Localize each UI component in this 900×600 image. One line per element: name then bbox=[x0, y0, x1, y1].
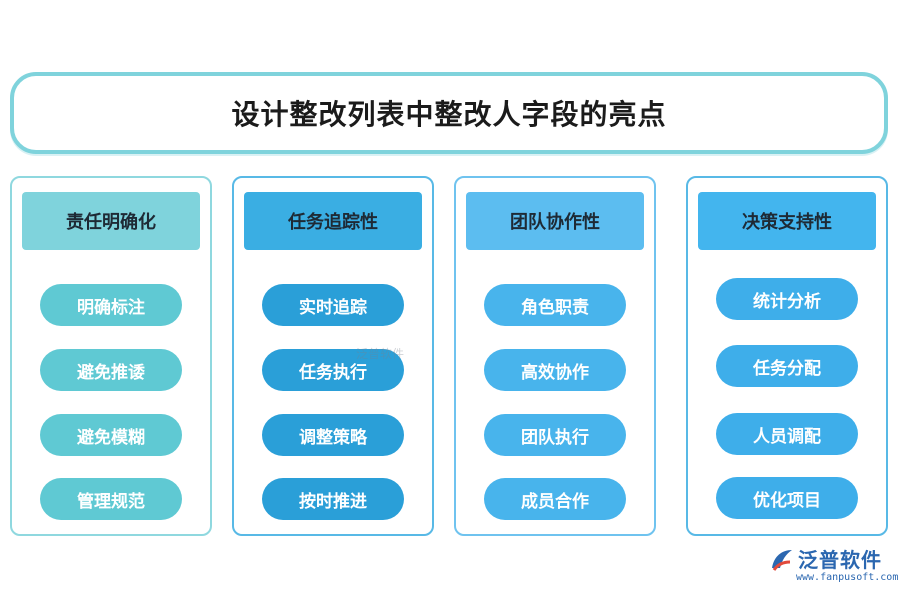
logo-url-text: www.fanpusoft.com bbox=[796, 572, 899, 583]
column-2-item-3: 调整策略 bbox=[262, 414, 404, 456]
column-4-item-4: 优化项目 bbox=[716, 477, 858, 519]
column-2-item-1: 实时追踪 bbox=[262, 284, 404, 326]
column-3-header: 团队协作性 bbox=[466, 192, 644, 250]
column-2-header: 任务追踪性 bbox=[244, 192, 422, 250]
column-3-item-2: 高效协作 bbox=[484, 349, 626, 391]
logo-brand-text: 泛普软件 bbox=[798, 548, 882, 572]
fanpu-logo-icon bbox=[772, 550, 792, 571]
column-3-item-1: 角色职责 bbox=[484, 284, 626, 326]
watermark-text: 泛普软件 bbox=[356, 347, 405, 361]
column-4-item-2: 任务分配 bbox=[716, 345, 858, 387]
column-3-item-4: 成员合作 bbox=[484, 478, 626, 520]
column-4-item-1: 统计分析 bbox=[716, 278, 858, 320]
brand-logo: 泛普软件 www.fanpusoft.com bbox=[768, 544, 898, 590]
column-1-header: 责任明确化 bbox=[22, 192, 200, 250]
column-1-item-3: 避免模糊 bbox=[40, 414, 182, 456]
diagram-title: 设计整改列表中整改人字段的亮点 bbox=[231, 98, 667, 131]
column-4-item-3: 人员调配 bbox=[716, 413, 858, 455]
column-4: 决策支持性 统计分析 任务分配 人员调配 优化项目 bbox=[686, 176, 888, 536]
column-1-item-2: 避免推诿 bbox=[40, 349, 182, 391]
column-4-header: 决策支持性 bbox=[698, 192, 876, 250]
column-2-item-2: 任务执行 bbox=[262, 349, 404, 391]
title-banner: 设计整改列表中整改人字段的亮点 bbox=[10, 72, 888, 154]
column-3: 团队协作性 角色职责 高效协作 团队执行 成员合作 bbox=[454, 176, 656, 536]
column-2: 任务追踪性 实时追踪 任务执行 调整策略 按时推进 bbox=[232, 176, 434, 536]
column-1: 责任明确化 明确标注 避免推诿 避免模糊 管理规范 bbox=[10, 176, 212, 536]
column-1-item-4: 管理规范 bbox=[40, 478, 182, 520]
column-2-item-4: 按时推进 bbox=[262, 478, 404, 520]
column-3-item-3: 团队执行 bbox=[484, 414, 626, 456]
column-1-item-1: 明确标注 bbox=[40, 284, 182, 326]
